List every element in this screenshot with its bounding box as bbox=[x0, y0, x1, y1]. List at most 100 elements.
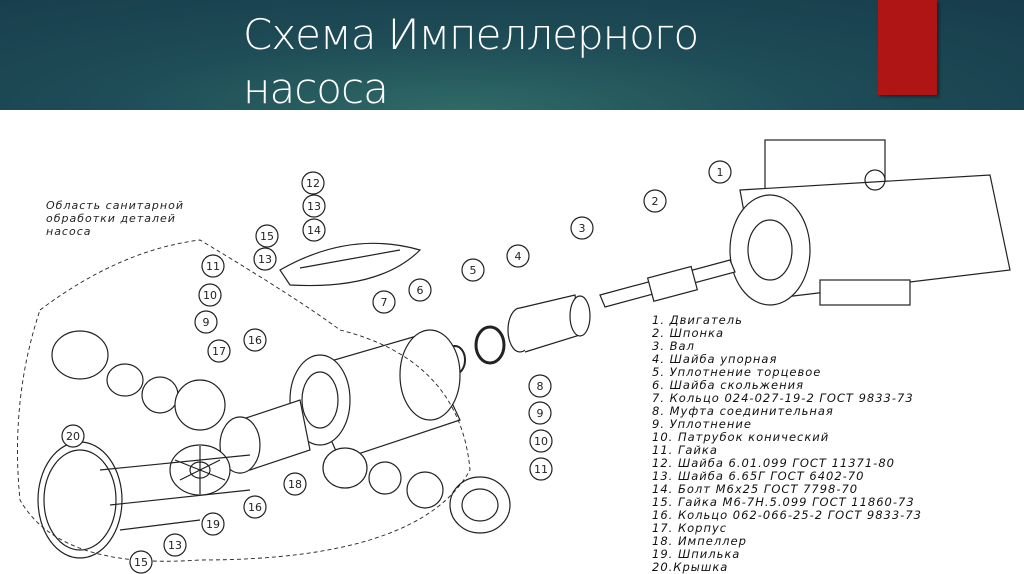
motor-part bbox=[729, 139, 1011, 306]
part-callout: 3 bbox=[570, 216, 594, 240]
impeller-part bbox=[169, 444, 231, 496]
callout-number: 3 bbox=[579, 222, 586, 235]
part-callout: 10 bbox=[529, 429, 553, 453]
callout-circle bbox=[129, 550, 153, 574]
part-callout: 19 bbox=[201, 512, 225, 536]
callout-circle bbox=[301, 171, 325, 195]
slide-header bbox=[0, 0, 1024, 110]
callout-circle bbox=[302, 194, 326, 218]
callout-circle bbox=[198, 283, 222, 307]
callout-circle bbox=[643, 189, 667, 213]
callout-circle bbox=[253, 247, 277, 271]
part-callout: 17 bbox=[207, 339, 231, 363]
accent-bar bbox=[878, 0, 937, 95]
callout-number: 16 bbox=[248, 501, 262, 514]
part-callout: 11 bbox=[201, 254, 225, 278]
fittings-left bbox=[51, 330, 226, 431]
part-callout: 5 bbox=[461, 258, 485, 282]
callout-number: 11 bbox=[534, 463, 548, 476]
callout-number: 15 bbox=[134, 556, 148, 569]
part-callout: 16 bbox=[243, 495, 267, 519]
legend-item: 8. Муфта соединительная bbox=[652, 404, 834, 418]
part-callout: 6 bbox=[408, 278, 432, 302]
callout-circle bbox=[528, 401, 552, 425]
callout-number: 4 bbox=[515, 250, 522, 263]
callout-number: 14 bbox=[307, 224, 321, 237]
housing-part bbox=[219, 329, 461, 489]
callout-number: 12 bbox=[306, 177, 320, 190]
sanitary-area-note: Область санитарной обработки деталей нас… bbox=[46, 199, 184, 238]
callout-number: 11 bbox=[206, 260, 220, 273]
callout-circle bbox=[243, 328, 267, 352]
legend-item: 4. Шайба упорная bbox=[652, 352, 778, 366]
callout-number: 1 bbox=[717, 166, 724, 179]
legend-item: 14. Болт М6х25 ГОСТ 7798-70 bbox=[652, 482, 859, 496]
callout-number: 17 bbox=[212, 345, 226, 358]
legend-item: 5. Уплотнение торцевое bbox=[652, 365, 822, 379]
callout-circle bbox=[255, 224, 279, 248]
part-callout: 10 bbox=[198, 283, 222, 307]
callout-number: 8 bbox=[537, 380, 544, 393]
sanitary-area-outline bbox=[17, 239, 471, 562]
callout-number: 2 bbox=[652, 195, 659, 208]
pump-exploded-drawing: 1234567121314151311109171620891011181619… bbox=[17, 139, 1011, 574]
callout-circle bbox=[408, 278, 432, 302]
part-callout: 16 bbox=[243, 328, 267, 352]
seal-part bbox=[444, 294, 591, 375]
callout-number: 9 bbox=[203, 316, 210, 329]
legend-item: 7. Кольцо 024-027-19-2 ГОСТ 9833-73 bbox=[652, 391, 914, 405]
part-callout: 15 bbox=[255, 224, 279, 248]
legend-item: 17. Корпус bbox=[652, 521, 728, 535]
callout-circle bbox=[461, 258, 485, 282]
shaft-part bbox=[599, 259, 736, 308]
callout-circle bbox=[529, 457, 553, 481]
legend-item: 19. Шпилька bbox=[652, 547, 741, 561]
callout-number: 15 bbox=[260, 230, 274, 243]
callout-circle bbox=[529, 429, 553, 453]
slide-title: Схема Импеллерного насоса bbox=[243, 8, 699, 116]
callout-number: 13 bbox=[307, 200, 321, 213]
legend-item: 6. Шайба скольжения bbox=[652, 378, 805, 392]
callout-circle bbox=[372, 290, 396, 314]
part-callout: 13 bbox=[163, 533, 187, 557]
callout-number: 20 bbox=[66, 430, 80, 443]
callout-number: 19 bbox=[206, 518, 220, 531]
bolt-detail bbox=[279, 242, 422, 287]
legend-item: 9. Уплотнение bbox=[652, 417, 752, 431]
callout-number: 13 bbox=[168, 539, 182, 552]
part-callout: 11 bbox=[529, 457, 553, 481]
callout-number: 9 bbox=[537, 407, 544, 420]
callout-number: 13 bbox=[258, 253, 272, 266]
legend-item: 12. Шайба 6.01.099 ГОСТ 11371-80 bbox=[652, 456, 895, 470]
legend-item: 1. Двигатель bbox=[652, 313, 743, 327]
callout-circle bbox=[243, 495, 267, 519]
part-callout: 20 bbox=[61, 424, 85, 448]
legend-item: 16. Кольцо 062-066-25-2 ГОСТ 9833-73 bbox=[652, 508, 922, 522]
part-callout: 13 bbox=[253, 247, 277, 271]
callout-circle bbox=[570, 216, 594, 240]
part-callout: 8 bbox=[528, 374, 552, 398]
part-callout: 13 bbox=[302, 194, 326, 218]
callout-number: 5 bbox=[470, 264, 477, 277]
callout-circle bbox=[61, 424, 85, 448]
callout-circle bbox=[506, 244, 530, 268]
part-callout: 12 bbox=[301, 171, 325, 195]
legend-item: 13. Шайба 6.65Г ГОСТ 6402-70 bbox=[652, 469, 865, 483]
callout-circle bbox=[194, 310, 218, 334]
part-callout: 18 bbox=[283, 472, 307, 496]
title-line-1: Схема Импеллерного bbox=[243, 10, 699, 59]
callout-number: 10 bbox=[534, 435, 548, 448]
callout-circle bbox=[528, 374, 552, 398]
callout-number: 7 bbox=[381, 296, 388, 309]
legend-item: 2. Шпонка bbox=[652, 326, 724, 340]
legend-item: 10. Патрубок конический bbox=[652, 430, 830, 444]
callout-circle bbox=[201, 512, 225, 536]
part-callout: 1 bbox=[708, 160, 732, 184]
part-callout: 14 bbox=[302, 218, 326, 242]
part-callout: 9 bbox=[194, 310, 218, 334]
part-callout: 4 bbox=[506, 244, 530, 268]
legend-item: 11. Гайка bbox=[652, 443, 718, 457]
callout-circle bbox=[302, 218, 326, 242]
part-callout: 7 bbox=[372, 290, 396, 314]
